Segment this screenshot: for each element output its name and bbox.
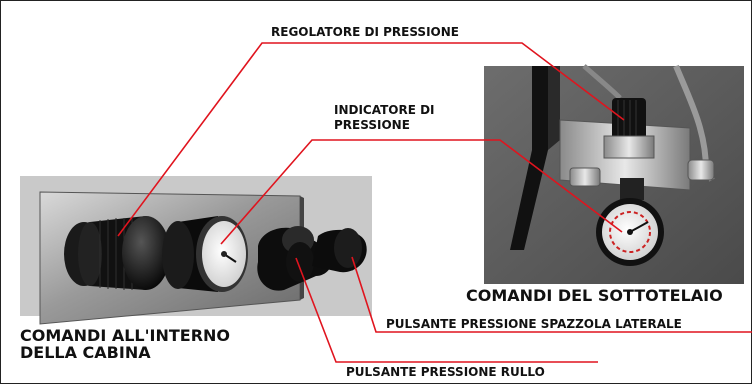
label-pressure-indicator-line1: INDICATORE DI — [334, 103, 435, 117]
cabin-panel-image — [20, 176, 372, 325]
underframe-photo — [484, 64, 744, 284]
label-roller-button: PULSANTE PRESSIONE RULLO — [346, 365, 545, 379]
label-underframe-controls: COMANDI DEL SOTTOTELAIO — [466, 286, 723, 305]
leader-pressure-indicator — [220, 139, 623, 245]
label-pressure-regulator: REGOLATORE DI PRESSIONE — [271, 25, 459, 39]
leader-lines — [117, 42, 752, 363]
leader-pressure-regulator — [117, 42, 625, 237]
label-pressure-indicator-line2: PRESSIONE — [334, 118, 410, 132]
label-cabin-controls-line1: COMANDI ALL'INTERNO — [20, 326, 231, 345]
leader-side-brush-button — [351, 256, 752, 333]
leader-roller-button — [295, 257, 598, 363]
label-side-brush-button: PULSANTE PRESSIONE SPAZZOLA LATERALE — [386, 317, 682, 331]
label-cabin-controls-line2: DELLA CABINA — [20, 343, 151, 362]
